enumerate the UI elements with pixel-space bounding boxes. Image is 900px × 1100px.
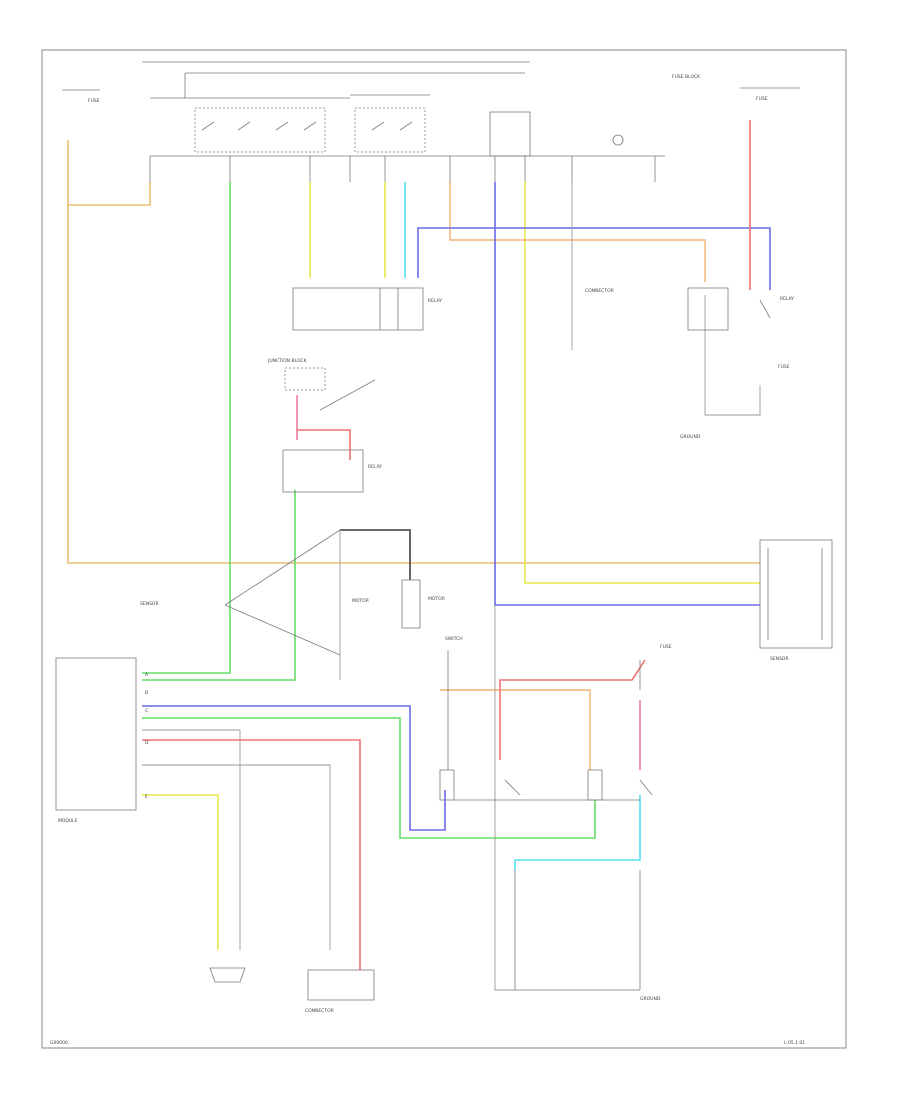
relay-tail-lamp-label: RELAY [368, 464, 382, 470]
pin-c: C [145, 708, 148, 714]
pin-d: D [145, 740, 149, 746]
connector-bottom-center [307, 969, 375, 1001]
wire-gray [142, 182, 761, 991]
sensor-right-label: SENSOR [770, 656, 789, 662]
wire-blue [142, 182, 771, 831]
module-left-label: MODULE [58, 818, 78, 824]
control-module-left [55, 657, 137, 811]
fuse-top-right-label: FUSE [756, 96, 768, 102]
module-rear-right [759, 539, 833, 649]
relay-tail-lamp [282, 367, 376, 493]
motor-assembly-center [224, 529, 421, 656]
pin-b: B [145, 690, 148, 696]
connector-a-label: CONNECTOR [585, 288, 614, 294]
pin-e: E [145, 794, 148, 800]
wire-green [142, 182, 596, 839]
switch-top-center-label: SWITCH [445, 636, 463, 642]
relay-right-label: RELAY [780, 296, 794, 302]
diagram-frame [41, 49, 847, 1049]
fuse-top-left: FUSE [62, 89, 100, 104]
fuse-block-top-right: FUSE BLOCK FUSE [672, 74, 800, 102]
relay-box-right [687, 287, 771, 331]
fuse-low-right-label: FUSE [660, 644, 672, 650]
switch-assemblies-lower [439, 650, 653, 990]
footer-left: G00000 [50, 1040, 68, 1046]
wire-tan [67, 140, 760, 564]
connector-bottom-left [209, 967, 246, 983]
motor-right-label: MOTOR [428, 596, 445, 602]
ground-right-label: GROUND [680, 434, 701, 440]
connector-b-label: CONNECTOR [305, 1008, 334, 1014]
footer-right: L 05.1.01 [784, 1040, 805, 1046]
wire-yellow [142, 182, 760, 950]
ground-mid-label: GROUND [640, 996, 661, 1002]
top-bus-section [142, 61, 665, 182]
fuse-top-left-label: FUSE [88, 98, 100, 104]
wire-orange [440, 182, 706, 770]
wire-pink [296, 395, 641, 770]
junction-block-label: JUNCTION BLOCK [267, 358, 308, 364]
wire-cyan [404, 182, 641, 870]
fuse-center-right-label: FUSE [778, 364, 790, 370]
relay-left-label: RELAY [428, 298, 442, 304]
relay-box-top-center [292, 287, 424, 331]
sensor-left-label: SENSOR [140, 601, 159, 607]
fuse-block-top-right-label: FUSE BLOCK [672, 74, 701, 80]
pin-a: A [145, 672, 149, 678]
wire-red [142, 120, 751, 970]
motor-left-label: MOTOR [352, 598, 369, 604]
wire-dark [340, 529, 411, 580]
